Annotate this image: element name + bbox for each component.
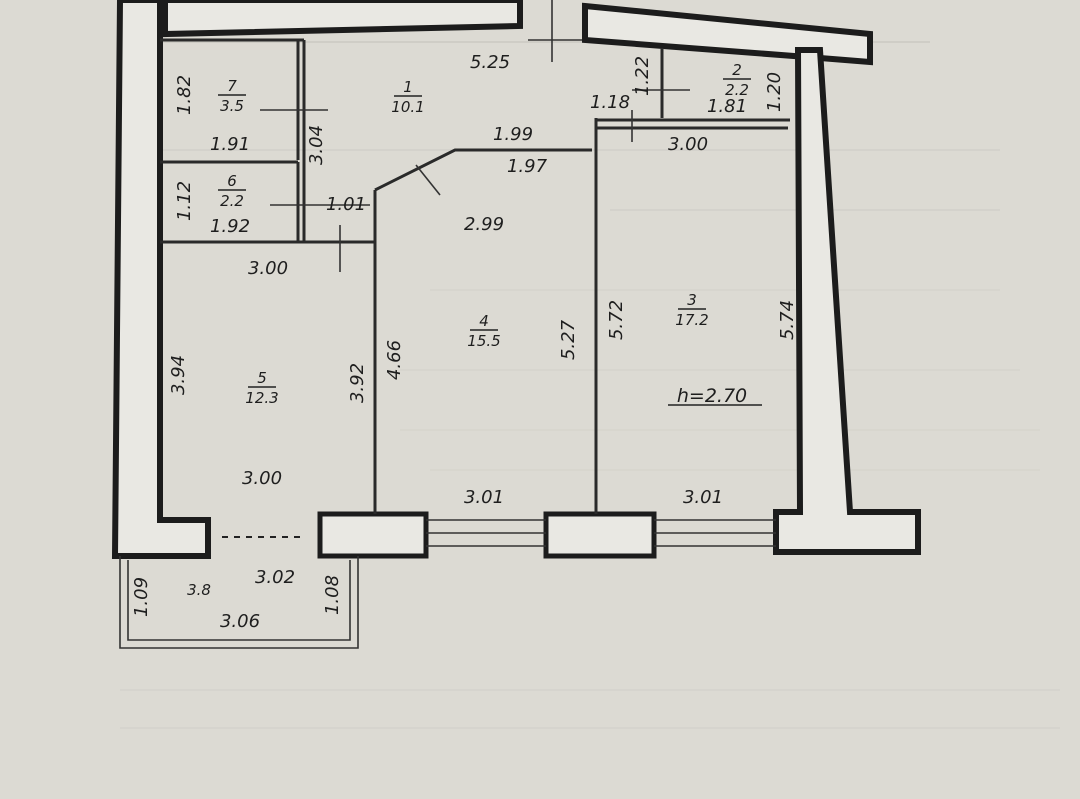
dim-room2-width: 1.81 [707, 96, 747, 117]
window-pier-middle [543, 511, 657, 559]
dim-hall-partition: 3.04 [306, 125, 327, 165]
top-wall-right [582, 2, 873, 66]
room-6-area: 2.2 [220, 192, 244, 210]
dim-balcony-bottom: 3.06 [220, 611, 260, 632]
dim-room2-left-low: 1.18 [590, 92, 630, 113]
dim-room5-right: 3.92 [347, 363, 368, 403]
room-7-area: 3.5 [220, 97, 244, 115]
dim-room5-left: 3.94 [168, 355, 189, 395]
dim-room4-left: 4.66 [384, 340, 405, 380]
dim-room4-top: 2.99 [464, 214, 504, 235]
dim-room7-height: 1.82 [174, 75, 195, 115]
dim-room3-left: 5.72 [606, 300, 627, 340]
room-5-area: 12.3 [245, 389, 278, 407]
dim-balcony-top: 3.02 [255, 567, 295, 588]
dim-room3-top: 3.00 [668, 134, 708, 155]
dim-balcony-right: 1.08 [322, 575, 343, 615]
dim-room6-width: 1.92 [210, 216, 250, 237]
dim-room5-top: 3.00 [248, 258, 288, 279]
room-4-number: 4 [479, 312, 489, 330]
dim-room4-right: 5.27 [558, 319, 579, 360]
ceiling-height-label: h=2.70 [677, 385, 747, 407]
partition-room4-bevel [374, 148, 592, 192]
dim-room3-bottom: 3.01 [683, 487, 723, 508]
balcony [119, 556, 359, 649]
plan-labels: 1 10.1 2 2.2 3 17.2 4 15.5 5 12.3 6 2.2 7 3.5 3.8 h=2.7… [131, 52, 798, 632]
dim-hall-top: 5.25 [470, 52, 510, 73]
room-2-number: 2 [732, 61, 742, 79]
dim-room3-right: 5.74 [777, 300, 798, 340]
window-pier-left [317, 511, 429, 559]
right-exterior-wall [773, 47, 921, 555]
balcony-area-label: 3.8 [187, 581, 211, 599]
dim-room4-bevel-bottom: 1.97 [507, 156, 548, 177]
room-3-area: 17.2 [675, 311, 708, 329]
room-1-area: 10.1 [391, 98, 424, 116]
window-room4 [426, 519, 546, 547]
room-4-area: 15.5 [467, 332, 500, 350]
dim-hall-bottom: 1.01 [326, 194, 366, 215]
room-1-number: 1 [403, 78, 413, 96]
dimension-ticks [260, 0, 690, 272]
room-3-number: 3 [687, 291, 697, 309]
dim-room6-height: 1.12 [174, 181, 195, 221]
room-2-area: 2.2 [725, 81, 749, 99]
dim-room5-bottom: 3.00 [242, 468, 282, 489]
room-7-number: 7 [227, 77, 237, 95]
left-exterior-wall [111, 0, 211, 559]
room-5-number: 5 [257, 369, 267, 387]
dim-room2-right: 1.20 [764, 72, 785, 112]
room-6-number: 6 [227, 172, 237, 190]
dim-room7-width: 1.91 [210, 134, 250, 155]
dim-room4-bevel-top: 1.99 [493, 124, 533, 145]
dim-room4-bottom: 3.01 [464, 487, 504, 508]
dim-room2-left: 1.22 [632, 56, 653, 96]
dim-balcony-left: 1.09 [131, 577, 152, 617]
window-room3 [654, 519, 776, 547]
top-wall-left [130, 0, 523, 38]
